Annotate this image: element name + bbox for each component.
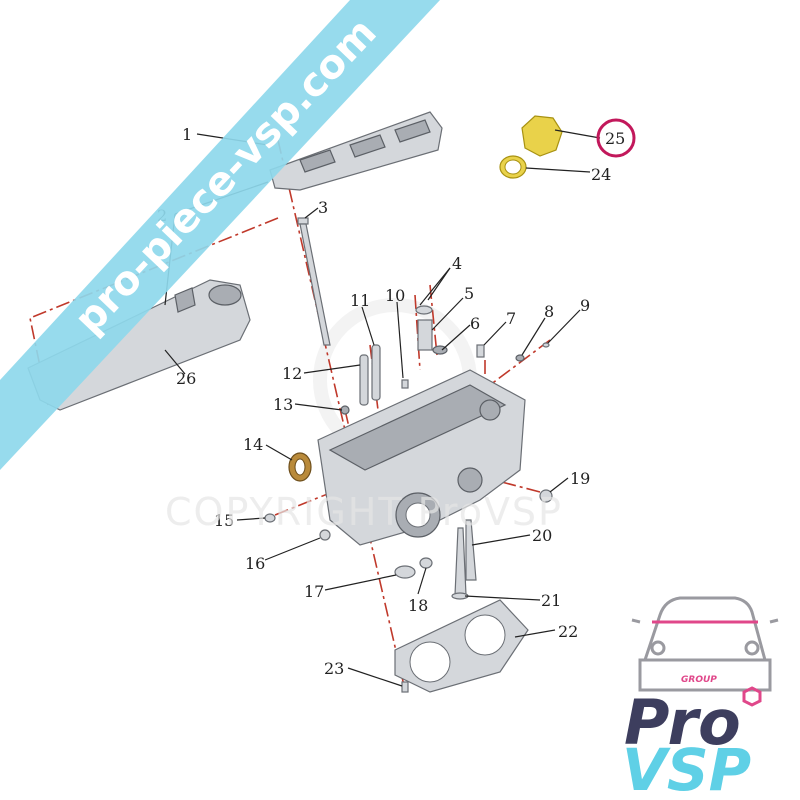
callout-1: 1 [182, 125, 192, 144]
callout-22: 22 [558, 622, 578, 641]
callout-6: 6 [470, 314, 480, 333]
callout-25-highlight-ring [596, 118, 636, 158]
callout-11: 11 [350, 291, 370, 310]
plugs [264, 489, 553, 541]
head-gasket [394, 599, 529, 693]
oil-filler-cap [499, 115, 563, 179]
valve-train-small-parts [340, 305, 550, 415]
callout-16: 16 [245, 554, 265, 573]
dowel-pin [401, 681, 409, 693]
callout-13: 13 [273, 395, 293, 414]
callout-10: 10 [385, 286, 405, 305]
copyright-watermark: COPYRIGHT ProVSP [165, 490, 563, 534]
rocker-cover-upper [269, 111, 443, 191]
callout-14: 14 [243, 435, 263, 454]
head-bolt [297, 217, 331, 346]
leader-lines [164, 129, 601, 687]
callout-23: 23 [324, 659, 344, 678]
callout-26: 26 [176, 369, 196, 388]
callout-25: 25 [605, 129, 625, 148]
provsp-logo: GROUP Pro VSP [622, 596, 779, 800]
valve-seals [394, 557, 433, 579]
cylinder-head [317, 369, 526, 546]
car-outline-icon [631, 596, 779, 692]
callout-17: 17 [304, 582, 324, 601]
oil-seal [288, 452, 312, 482]
logo-group-text: GROUP [681, 675, 717, 685]
logo-vsp-text: VSP [622, 736, 751, 800]
callout-3: 3 [318, 198, 328, 217]
callout-24: 24 [591, 165, 611, 184]
callout-5: 5 [464, 284, 474, 303]
callout-12: 12 [282, 364, 302, 383]
callout-19: 19 [570, 469, 590, 488]
callout-21: 21 [541, 591, 561, 610]
logo-pro-text: Pro [624, 686, 741, 759]
callout-20: 20 [532, 526, 552, 545]
callout-4: 4 [452, 254, 462, 273]
callout-9: 9 [580, 296, 590, 315]
hexagon-icon [742, 686, 762, 707]
callout-15: 15 [214, 511, 234, 530]
callout-8: 8 [544, 302, 554, 321]
valves [451, 519, 477, 600]
callout-18: 18 [408, 596, 428, 615]
callout-7: 7 [506, 309, 516, 328]
